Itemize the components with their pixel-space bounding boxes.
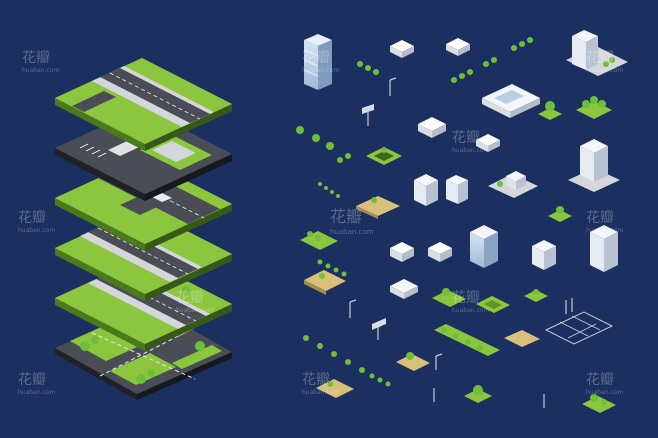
garden-plot-1 [366, 147, 402, 165]
watermark-sub: huaban.com [302, 67, 339, 74]
bush-row-2 [451, 57, 497, 83]
garden-plot-2 [300, 231, 338, 250]
watermark-sub: huaban.com [176, 307, 213, 314]
watermark-9: 花瓣 huaban.com [452, 290, 489, 314]
watermark-5: 花瓣 huaban.com [452, 130, 489, 154]
watermark-brand: 花瓣 [18, 210, 46, 226]
watermark-brand: 花瓣 [452, 290, 480, 306]
watermark-sub: huaban.com [586, 227, 623, 234]
tree-plot-3 [524, 289, 548, 302]
small-block-1 [418, 117, 446, 138]
watermark-sub: huaban.com [18, 227, 55, 234]
residential-tower-mid [568, 139, 620, 192]
bush-row-8 [369, 373, 391, 387]
office-tower [303, 34, 332, 90]
watermark-sub: huaban.com [302, 389, 339, 396]
watermark-brand: 花瓣 [452, 130, 480, 146]
small-house-4 [428, 242, 452, 262]
small-tower-1 [414, 174, 438, 206]
crosswalk-outline [544, 311, 614, 345]
watermark-brand: 花瓣 [302, 50, 330, 66]
watermark-8: 花瓣 huaban.com [176, 290, 213, 314]
road-sign-2 [372, 318, 386, 340]
watermark-sub: huaban.com [452, 147, 489, 154]
watermark-12: 花瓣 huaban.com [586, 372, 623, 396]
street-lamp-5 [433, 388, 545, 408]
small-house-2 [446, 38, 470, 56]
park-plot-trees [576, 96, 612, 119]
watermark-brand: 花瓣 [176, 290, 204, 306]
bush-row-3 [511, 37, 533, 51]
small-tower-3 [532, 240, 556, 270]
bush-row-7 [303, 335, 365, 373]
bush-row-6 [317, 259, 347, 277]
bus-stop [390, 279, 418, 299]
bush-row-4 [337, 153, 351, 163]
watermark-6: 花瓣 huaban.com [330, 207, 374, 236]
small-house-3 [390, 242, 414, 262]
watermark-sub: huaban.com [586, 389, 623, 396]
residential-tower-right [590, 225, 618, 272]
residential-tower-top [566, 30, 628, 76]
tree-plot-4 [464, 385, 492, 403]
park-plot-2 [432, 288, 466, 307]
park-plot-3 [396, 352, 430, 371]
watermark-brand: 花瓣 [586, 50, 614, 66]
watermarks: 花瓣 huaban.com 花瓣 huaban.com 花瓣 huaban.co… [18, 50, 623, 396]
small-tower-2 [446, 175, 468, 204]
hedge-row [434, 324, 500, 356]
watermark-11: 花瓣 huaban.com [302, 372, 339, 396]
bush-row-1 [357, 61, 379, 75]
watermark-sub: huaban.com [586, 67, 623, 74]
shopping-mall [482, 84, 540, 118]
bush-row-5 [318, 182, 340, 198]
watermark-4: 花瓣 huaban.com [18, 210, 55, 234]
watermark-brand: 花瓣 [586, 372, 614, 388]
street-lamp-1 [389, 77, 397, 96]
road-tile-top [55, 58, 232, 151]
sand-plot-2 [304, 270, 346, 295]
building-plaza-1 [488, 171, 538, 198]
small-block-2 [476, 134, 500, 152]
watermark-brand: 花瓣 [586, 210, 614, 226]
watermark-brand: 花瓣 [330, 207, 362, 226]
sand-plot-4 [316, 379, 354, 398]
tile-stack [55, 58, 232, 400]
sand-plot-1 [356, 196, 400, 219]
watermark-brand: 花瓣 [18, 372, 46, 388]
watermark-3: 花瓣 huaban.com [586, 50, 623, 74]
sand-plot-3 [504, 330, 540, 347]
street-lamp-4 [435, 353, 443, 370]
small-house-1 [390, 40, 414, 58]
road-grass-tile-4 [55, 208, 232, 301]
street-lamp-2 [349, 299, 357, 318]
garden-plot-3 [476, 296, 510, 313]
watermark-sub: huaban.com [18, 389, 55, 396]
watermark-sub: huaban.com [22, 67, 59, 74]
watermark-brand: 花瓣 [302, 372, 330, 388]
watermark-sub: huaban.com [330, 228, 374, 236]
road-sign-1 [362, 104, 374, 126]
watermark-2: 花瓣 huaban.com [302, 50, 339, 74]
watermark-10: 花瓣 huaban.com [18, 372, 55, 396]
tree-plot-2 [548, 206, 572, 222]
watermark-brand: 花瓣 [22, 50, 50, 66]
watermark-sub: huaban.com [452, 307, 489, 314]
object-grid [296, 30, 628, 413]
watermark-1: 花瓣 huaban.com [22, 50, 59, 74]
watermark-7: 花瓣 huaban.com [586, 210, 623, 234]
street-lamp-3 [565, 298, 573, 314]
park-plot-4 [582, 394, 616, 413]
tree-1 [538, 101, 562, 120]
office-tower-center [470, 225, 498, 268]
parking-tile [55, 108, 232, 201]
tree-row-2 [296, 126, 334, 150]
